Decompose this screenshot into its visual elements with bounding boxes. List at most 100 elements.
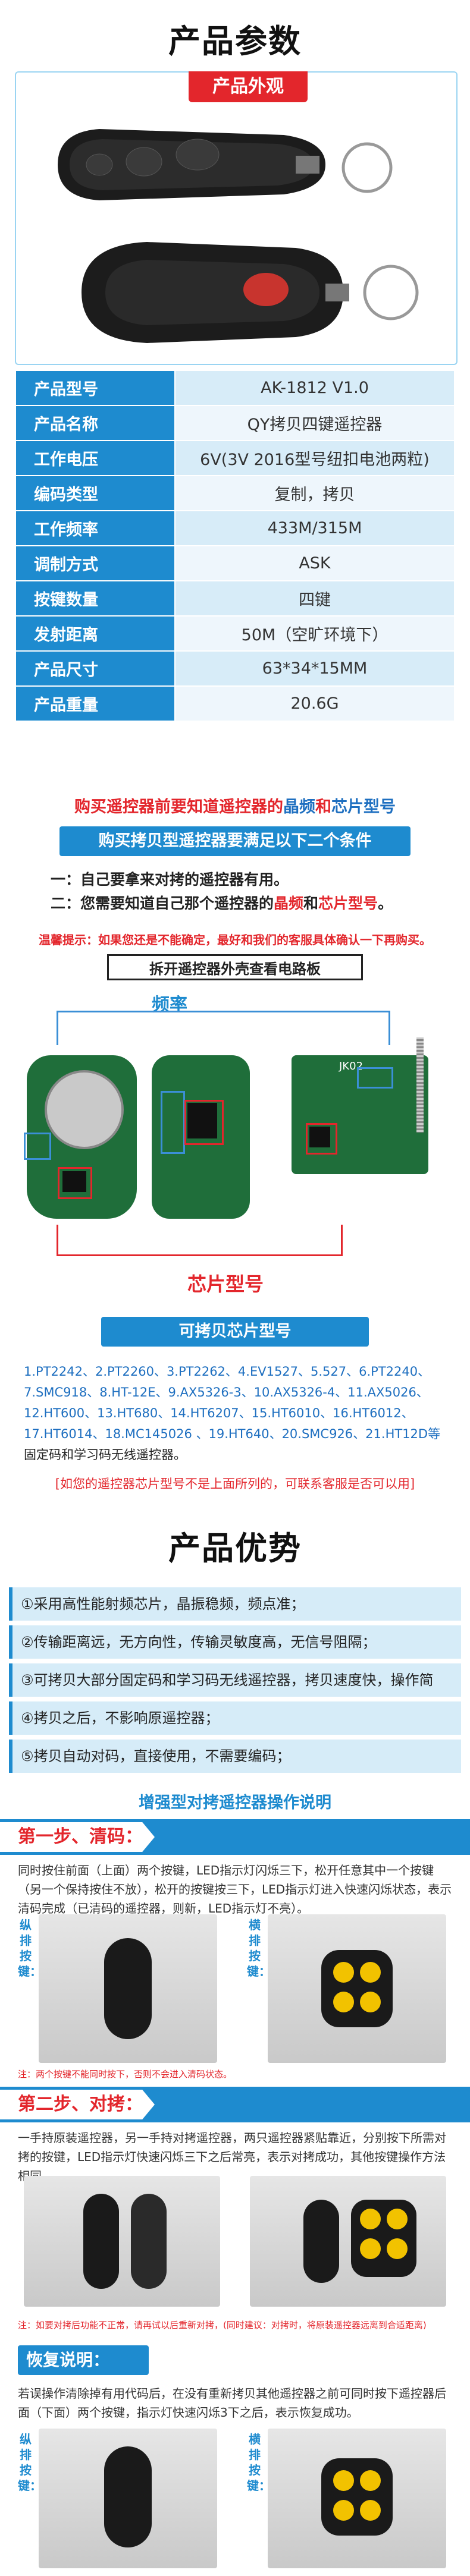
- spec-key: 工作电压: [15, 440, 176, 476]
- circuit-board-3: JK02: [292, 1037, 428, 1174]
- product-appearance-panel: 产品外观: [15, 71, 458, 365]
- step3-header: 恢复说明：: [18, 2345, 149, 2375]
- remote-shape: [351, 2200, 416, 2277]
- yellow-button: [387, 2209, 408, 2229]
- yellow-button: [360, 1992, 381, 2012]
- spec-key: 编码类型: [15, 475, 176, 511]
- advantage-item: ④拷贝之后，不影响原遥控器；: [9, 1701, 461, 1735]
- frequency-callout-line: [57, 1011, 390, 1045]
- step1-header: 第一步、清码：: [0, 1819, 470, 1855]
- condition-end: 。: [378, 895, 393, 912]
- step3-left-label: 纵排按键：: [18, 2432, 42, 2493]
- spec-value: ASK: [174, 545, 455, 581]
- purchase-heading-prefix: 购买遥控器前要知道遥控器的: [74, 798, 283, 816]
- spec-value: 四键: [174, 580, 455, 617]
- label-chip-model: 芯片型号: [187, 1273, 264, 1295]
- table-row: 按键数量四键: [15, 580, 455, 617]
- yellow-button: [333, 2500, 354, 2521]
- spec-value: QY拷贝四键遥控器: [174, 405, 455, 441]
- advantage-item: ②传输距离远，无方向性，传输灵敏度高，无信号阻隔；: [9, 1625, 461, 1659]
- purchase-heading: 购买遥控器前要知道遥控器的晶频和芯片型号: [0, 794, 470, 817]
- remote-shape: [321, 1950, 393, 2027]
- chip: [187, 1103, 217, 1138]
- spec-value: 50M（空旷环境下）: [174, 615, 455, 652]
- circuit-board-1: [24, 1055, 137, 1219]
- step1-left-label: 纵排按键：: [18, 1918, 42, 1979]
- chip-list-line: 7.SMC918、8.HT-12E、9.AX5326-3、10.AX5326-4…: [24, 1385, 429, 1399]
- condition-pre: 您需要知道自己那个遥控器的: [80, 895, 274, 912]
- chip: [309, 1127, 330, 1147]
- spec-key: 调制方式: [15, 545, 176, 581]
- copyable-chips-banner: 可拷贝芯片型号: [101, 1317, 369, 1347]
- step3-title: 恢复说明：: [26, 2350, 110, 2370]
- chip-marker: [184, 1100, 224, 1145]
- spec-value: 6V(3V 2016型号纽扣电池两粒): [174, 440, 455, 476]
- remote-shape: [131, 2194, 167, 2289]
- yellow-button: [333, 1992, 354, 2012]
- spec-value: 433M/315M: [174, 510, 455, 546]
- step2-photo-copy-horizontal: [250, 2176, 446, 2307]
- condition-2: 二：您需要知道自己那个遥控器的晶频和芯片型号。: [51, 892, 393, 913]
- step3-text: 若误操作清除掉有用代码后，在没有重新拷贝其他遥控器之前可同时按下遥控器后面（下面…: [18, 2386, 446, 2420]
- chip-marker: [306, 1123, 337, 1155]
- spec-value: 20.6G: [174, 685, 455, 722]
- purchase-heading-chip: 芯片型号: [331, 798, 396, 816]
- spec-value: 63*34*15MM: [174, 650, 455, 687]
- open-case-banner: 拆开遥控器外壳查看电路板: [107, 954, 363, 980]
- step1-photo-vertical-remote: [39, 1914, 217, 2063]
- frequency-marker: [161, 1091, 185, 1154]
- step3-photo-horizontal-remote: [268, 2429, 446, 2568]
- condition-num: 二：: [51, 895, 81, 912]
- condition-1: 一：自己要拿来对拷的遥控器有用。: [51, 868, 289, 889]
- coin-battery: [45, 1070, 124, 1149]
- step2-title: 第二步、对拷：: [0, 2090, 155, 2119]
- yellow-button: [360, 1962, 381, 1983]
- spec-key: 产品型号: [15, 370, 176, 406]
- warm-tip: 温馨提示：如果您还是不能确定，最好和我们的客服具体确认一下再购买。: [39, 933, 431, 947]
- chip-note: [如您的遥控器芯片型号不是上面所列的，可联系客服是否可以用]: [55, 1477, 415, 1491]
- spec-key: 产品重量: [15, 685, 176, 722]
- step1-text: 同时按住前面（上面）两个按键，LED指示灯闪烁三下，松开任意其中一个按键（另一个…: [18, 1863, 452, 1916]
- condition-freq: 晶频: [274, 895, 304, 912]
- yellow-button: [333, 1962, 354, 1983]
- chip-list-line: 17.HT6014、18.MC145026 、19.HT640、20.SMC92…: [24, 1427, 441, 1441]
- spec-key: 发射距离: [15, 615, 176, 652]
- step2-photo-copy-vertical: [24, 2176, 220, 2307]
- remote-shape: [104, 2446, 152, 2547]
- spec-value: AK-1812 V1.0: [174, 370, 455, 406]
- guide-title: 增强型对拷遥控器操作说明: [139, 1794, 331, 1812]
- remote-shape: [321, 2458, 393, 2536]
- step3-right-label: 横排按键：: [247, 2432, 271, 2493]
- section-title-advantages: 产品优势: [168, 1530, 302, 1567]
- step1-note: 注：两个按键不能同时按下，否则不会进入清码状态。: [18, 2069, 233, 2080]
- purchase-heading-and: 和: [315, 798, 331, 816]
- yellow-button: [360, 2470, 381, 2491]
- antenna: [416, 1037, 424, 1133]
- step1-title: 第一步、清码：: [0, 1822, 155, 1852]
- condition-and: 和: [303, 895, 319, 912]
- remote-back-image: [82, 242, 419, 343]
- yellow-button: [387, 2238, 408, 2259]
- step2-header: 第二步、对拷：: [0, 2087, 470, 2122]
- chip-callout-line: [57, 1225, 343, 1256]
- yellow-button: [360, 2500, 381, 2521]
- frequency-marker: [24, 1133, 51, 1160]
- advantage-item: ⑤拷贝自动对码，直接使用，不需要编码；: [9, 1740, 461, 1773]
- spec-key: 产品名称: [15, 405, 176, 441]
- step3-photo-vertical-remote: [39, 2429, 217, 2568]
- step2-text: 一手持原装遥控器，另一手持对拷遥控器，两只遥控器紧贴靠近，分别按下所需对拷的按键…: [18, 2131, 446, 2183]
- step1-right-label: 横排按键：: [247, 1918, 271, 1979]
- appearance-tag: 产品外观: [189, 71, 308, 102]
- step2-note: 注：如要对拷后功能不正常，请再试以后重新对拷，(同时建议：对拷时，将原装遥控器远…: [18, 2320, 427, 2330]
- circuit-board-2: [152, 1055, 250, 1219]
- spec-key: 按键数量: [15, 580, 176, 617]
- frequency-marker: [357, 1067, 393, 1089]
- spec-key: 产品尺寸: [15, 650, 176, 687]
- advantage-item: ①采用高性能射频芯片，晶振稳频，频点准；: [9, 1587, 461, 1621]
- chip-list-line: 12.HT600、13.HT680、14.HT6207、15.HT6010、16…: [24, 1406, 414, 1420]
